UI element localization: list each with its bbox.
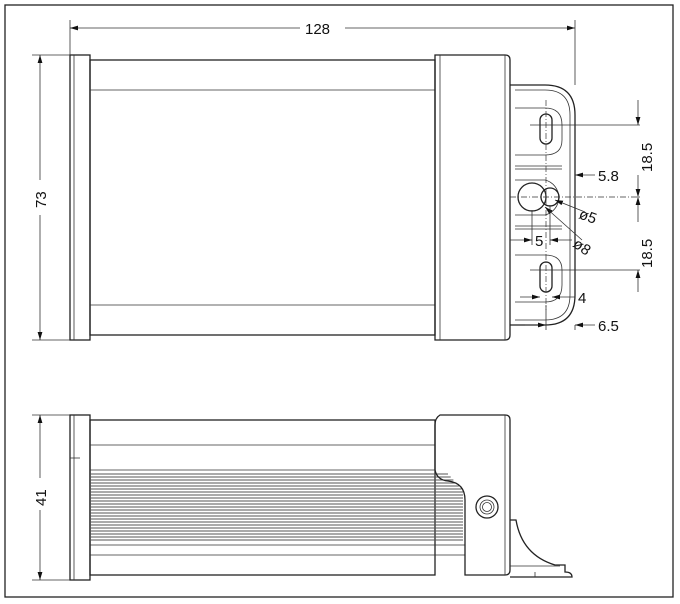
dim-lower-spacing: 18.5 <box>639 239 656 268</box>
dim-hole-small: ø5 <box>577 206 599 228</box>
left-end-cap <box>69 54 91 341</box>
mounting-bracket <box>510 84 576 326</box>
dim-slot-offset: 6.5 <box>598 318 619 335</box>
side-left-cap <box>69 414 91 581</box>
side-dimensions: 41 <box>32 414 70 581</box>
drawing-frame <box>4 4 674 598</box>
side-body <box>89 419 436 576</box>
dim-length: 128 <box>305 21 330 38</box>
side-bracket-foot <box>510 519 573 578</box>
upper-slot <box>539 113 553 145</box>
right-end-cap <box>434 54 511 341</box>
top-dimensions: 128 73 18.5 18.5 5.8 ø5 ø8 5 4 6.5 <box>32 20 656 341</box>
body <box>89 59 436 336</box>
dim-top-height: 73 <box>33 191 50 208</box>
screw-outer <box>475 495 499 519</box>
dim-hole-spacing: 5 <box>535 233 543 250</box>
screw-inner <box>479 499 495 515</box>
side-view <box>69 414 573 581</box>
side-right-cap <box>434 414 511 576</box>
dim-side-height: 41 <box>33 489 50 506</box>
heatsink-fins <box>90 473 463 541</box>
dim-bracket-offset: 5.8 <box>598 168 619 185</box>
dim-slot-width: 4 <box>578 290 586 307</box>
dim-upper-spacing: 18.5 <box>639 143 656 172</box>
dim-hole-large: ø8 <box>570 235 594 259</box>
